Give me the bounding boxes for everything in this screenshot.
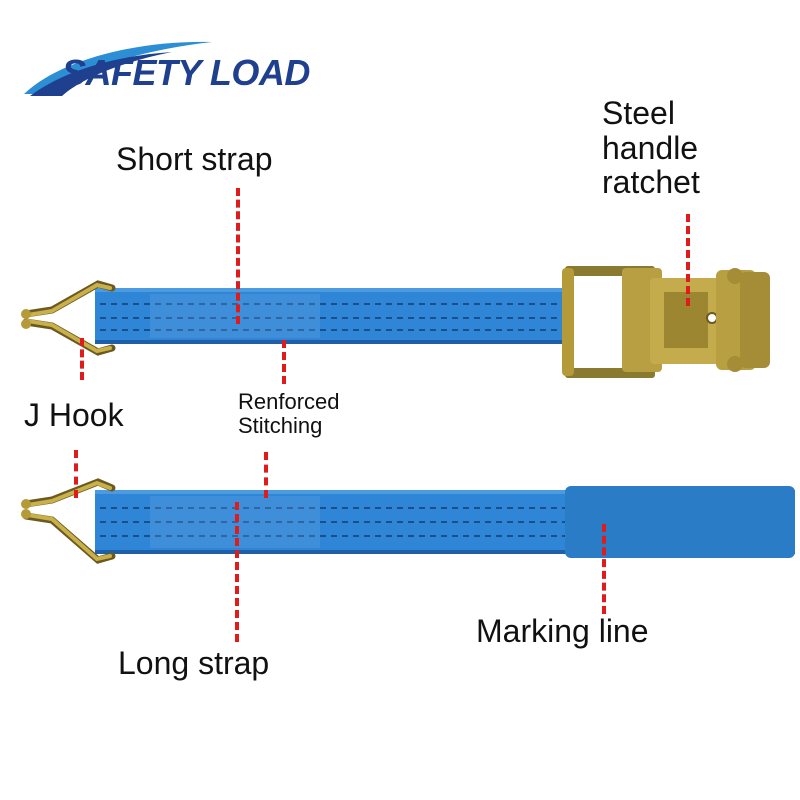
logo-swoosh-icon xyxy=(24,41,212,96)
brand-logo xyxy=(22,38,322,102)
label-reinforced-stitching: Renforced Stitching xyxy=(238,390,340,438)
pointer-long-strap xyxy=(235,502,239,642)
label-marking-line: Marking line xyxy=(476,613,649,649)
label-short-strap: Short strap xyxy=(116,141,273,177)
pointer-reinforced-top xyxy=(282,340,286,384)
pointer-reinforced-bottom xyxy=(264,452,268,498)
pointer-j-hook-bottom xyxy=(74,450,78,498)
label-steel-line3: ratchet xyxy=(602,164,700,201)
pointer-short-strap xyxy=(236,188,240,324)
short-strap xyxy=(95,288,565,344)
label-steel-line2: handle xyxy=(602,129,699,166)
pointer-marking-line xyxy=(602,524,606,614)
label-reinforced-line2: Stitching xyxy=(238,412,323,438)
brand-name: SAFETY LOAD xyxy=(62,52,310,93)
long-strap xyxy=(95,486,795,558)
pointer-steel-handle xyxy=(686,214,690,306)
label-steel-handle-ratchet: Steel handle ratchet xyxy=(602,96,700,200)
j-hook-short xyxy=(21,280,116,356)
label-reinforced-line1: Renforced xyxy=(238,389,340,414)
steel-ratchet xyxy=(562,266,770,378)
label-steel-line1: Steel xyxy=(602,95,675,131)
pointer-j-hook-top xyxy=(80,338,84,380)
label-long-strap: Long strap xyxy=(118,645,270,681)
label-j-hook: J Hook xyxy=(24,397,124,433)
